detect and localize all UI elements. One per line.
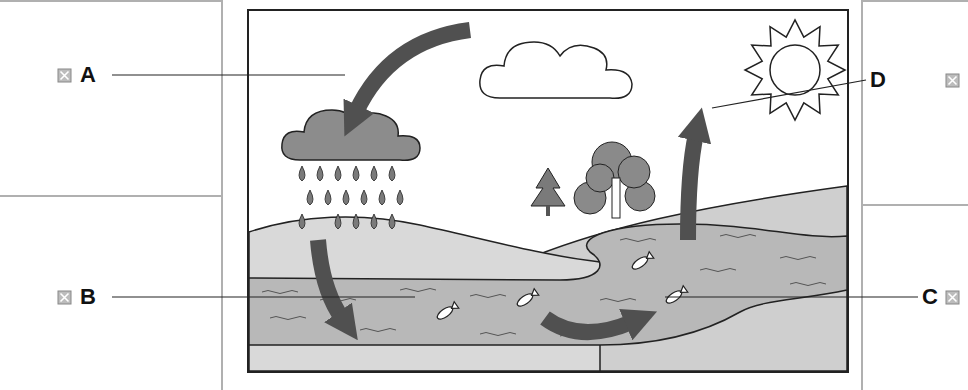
fish-group <box>435 252 687 322</box>
raindrop <box>379 190 385 205</box>
callout-letter: C <box>922 284 938 310</box>
grid-line <box>0 195 222 197</box>
wave <box>700 269 736 272</box>
fish <box>435 302 458 322</box>
sun-rays <box>745 20 845 120</box>
wave <box>480 333 516 336</box>
picture-frame <box>248 10 848 372</box>
cycle-arrows <box>318 30 696 332</box>
callout-letter: A <box>80 62 96 88</box>
raindrop <box>361 190 367 205</box>
grid-line <box>862 0 968 2</box>
raindrop <box>371 166 377 181</box>
raindrop <box>335 214 341 229</box>
tree-trunk <box>612 178 620 218</box>
cloud <box>480 42 632 98</box>
raindrop <box>307 190 313 205</box>
wave <box>720 235 756 238</box>
checkbox <box>946 291 959 304</box>
leader-line <box>112 74 345 75</box>
wave <box>262 291 298 294</box>
rain-cloud <box>282 110 420 160</box>
grid-line <box>0 0 222 2</box>
wave <box>780 257 816 260</box>
flow-arrow <box>545 318 632 332</box>
raindrop <box>389 166 395 181</box>
grid-line <box>861 0 863 390</box>
river <box>249 224 847 345</box>
leader-lines <box>112 75 918 297</box>
raindrop <box>299 214 305 229</box>
wave <box>620 239 656 242</box>
flow-arrow <box>688 134 696 240</box>
tree-crown <box>618 156 650 188</box>
leader-line <box>712 80 866 108</box>
sun <box>770 45 820 95</box>
raindrop <box>317 166 323 181</box>
raindrop <box>389 214 395 229</box>
raindrop <box>397 190 403 205</box>
raindrop <box>343 190 349 205</box>
leader-line <box>112 296 415 297</box>
wave <box>790 283 826 286</box>
checkboxes <box>58 69 959 304</box>
raindrop <box>299 166 305 181</box>
fish <box>515 289 538 309</box>
flow-arrow <box>356 30 470 112</box>
tree-trunk <box>546 206 550 216</box>
checkbox <box>946 74 959 87</box>
raindrop <box>371 214 377 229</box>
callout-letter: B <box>80 284 96 310</box>
grid-line <box>862 204 968 206</box>
flow-arrow <box>318 240 342 318</box>
raindrop <box>335 166 341 181</box>
wave <box>270 317 306 320</box>
tree-crown <box>586 164 614 192</box>
fish <box>664 286 687 306</box>
checkbox <box>58 291 71 304</box>
wave <box>400 289 436 292</box>
wave <box>470 295 506 298</box>
checkbox <box>58 69 71 82</box>
raindrop <box>353 166 359 181</box>
wave <box>600 299 636 302</box>
water-waves <box>262 235 826 338</box>
wave <box>360 329 396 332</box>
callout-letter: D <box>870 67 886 93</box>
landscape <box>249 20 847 371</box>
raindrop <box>353 214 359 229</box>
conifer-tree <box>531 168 565 206</box>
leader-line <box>665 296 918 297</box>
raindrops <box>299 166 403 229</box>
fish <box>630 252 653 272</box>
raindrop <box>325 190 331 205</box>
